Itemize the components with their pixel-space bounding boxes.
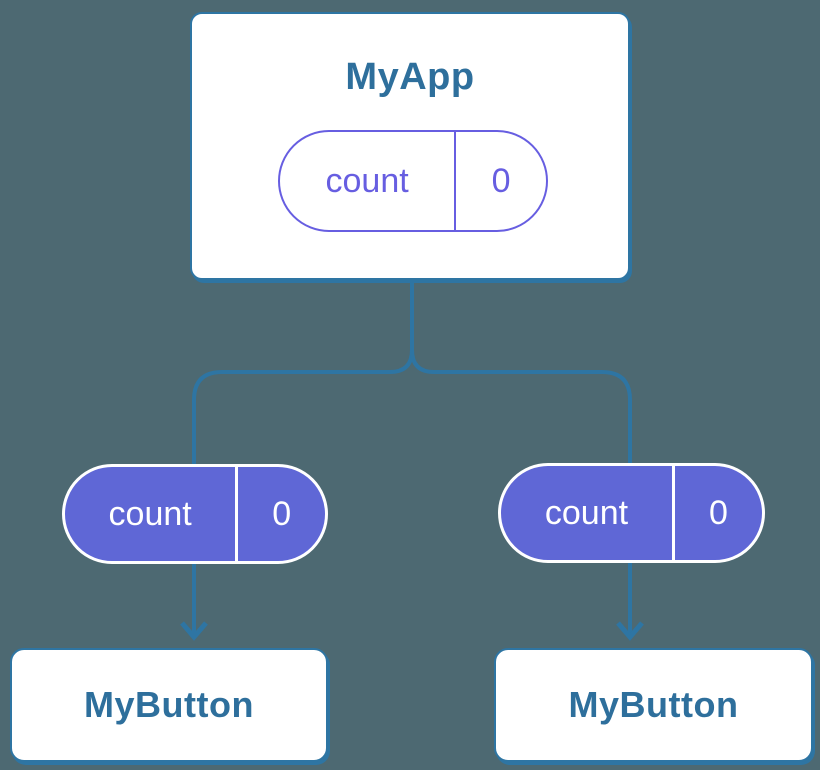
component-node-mybutton-left: MyButton [10,648,328,762]
prop-name: count [108,494,192,533]
prop-value: 0 [454,132,546,230]
component-node-myapp: MyApp count 0 [190,12,630,280]
prop-name: count [325,161,409,200]
arrow-down-icon-right [616,621,644,641]
prop-pill-right-count: count 0 [498,463,765,563]
connector-branch-right [410,279,632,634]
prop-value: 0 [671,466,762,560]
connector-branch-left [192,279,414,634]
prop-value: 0 [235,467,325,561]
node-label-myapp: MyApp [345,56,475,98]
node-label-mybutton-left: MyButton [84,684,254,725]
node-label-mybutton-right: MyButton [568,684,739,725]
arrow-down-icon-left [180,621,208,641]
component-node-mybutton-right: MyButton [494,648,813,762]
prop-pill-myapp-count: count 0 [278,130,548,232]
prop-name: count [544,493,629,532]
prop-pill-left-count: count 0 [62,464,328,564]
